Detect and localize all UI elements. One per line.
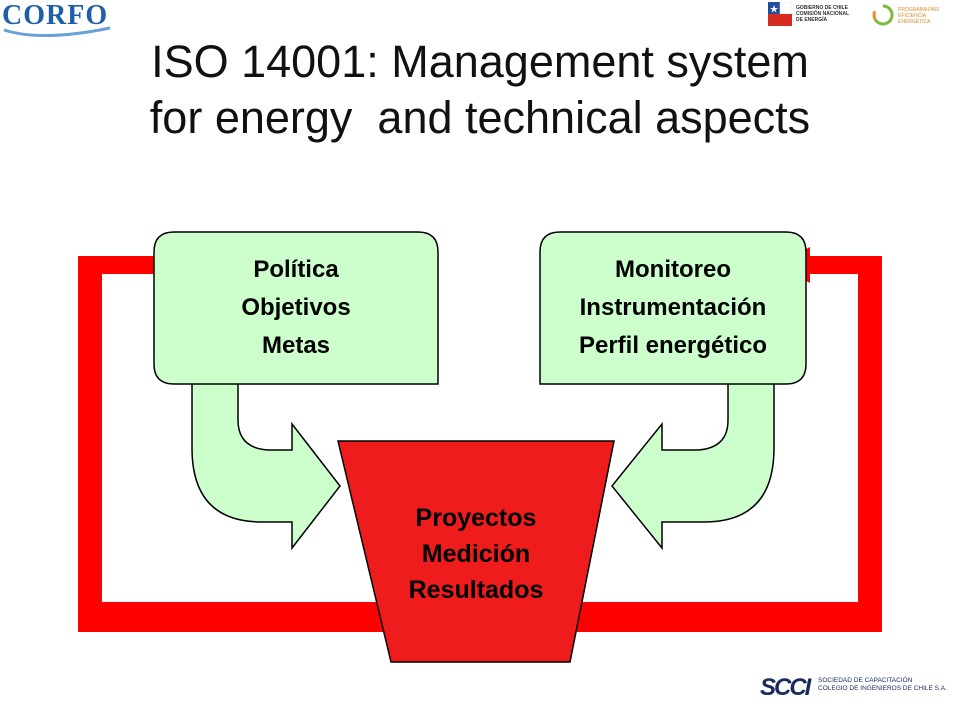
right-box-line: Monitoreo <box>615 256 731 283</box>
right-curved-arrow <box>611 379 775 551</box>
energy-ring-icon <box>872 4 894 26</box>
center-box-line: Proyectos <box>415 504 537 532</box>
loop-left-bar <box>78 256 102 632</box>
gobierno-logo-line: GOBIERNO DE CHILE <box>796 5 848 11</box>
loop-right-bar <box>858 256 882 632</box>
loop-right-top-bar <box>810 256 882 274</box>
center-trapezoid-shape <box>337 440 615 663</box>
left-box-line: Política <box>253 256 339 283</box>
title-line-2: for energy and technical aspects <box>149 92 811 143</box>
right-box-line: Instrumentación <box>579 294 767 321</box>
left-box: Política Objetivos Metas <box>154 251 438 365</box>
chile-flag-icon <box>768 2 792 26</box>
center-box-line: Resultados <box>408 576 544 604</box>
corfo-swoosh-icon <box>3 26 111 38</box>
corfo-logo: CORFO <box>2 0 111 38</box>
title-line-1: ISO 14001: Management system <box>151 36 809 87</box>
scci-logo-line: SOCIEDAD DE CAPACITACIÓN <box>818 677 913 684</box>
left-box-line: Metas <box>261 332 331 359</box>
scci-logo-line: COLEGIO DE INGENIEROS DE CHILE S.A. <box>818 685 947 692</box>
left-box-shape <box>153 231 439 385</box>
scci-logo: SCCI SOCIEDAD DE CAPACITACIÓN COLEGIO DE… <box>760 672 955 702</box>
right-box-line: Perfil energético <box>578 332 768 359</box>
scci-logo-mark: SCCI <box>760 674 811 701</box>
eficiencia-logo-line: PROGRAMA PAÍS <box>898 7 940 13</box>
eficiencia-energetica-logo: PROGRAMA PAÍS EFICIENCIA ENERGÉTICA <box>872 2 958 30</box>
gobierno-logo-line: COMISIÓN NACIONAL <box>796 11 850 17</box>
left-curved-arrow <box>191 379 341 551</box>
gobierno-de-chile-logo: GOBIERNO DE CHILE COMISIÓN NACIONAL DE E… <box>768 2 858 30</box>
right-box: Monitoreo Instrumentación Perfil energét… <box>540 251 806 365</box>
eficiencia-logo-line: EFICIENCIA <box>898 13 927 19</box>
slide-title: ISO 14001: Management system for energy … <box>40 34 920 146</box>
center-box: Proyectos Medición Resultados <box>360 500 592 608</box>
left-box-line: Objetivos <box>241 294 351 321</box>
right-box-shape <box>539 231 807 385</box>
center-box-line: Medición <box>421 540 531 568</box>
eficiencia-logo-line: ENERGÉTICA <box>898 19 931 25</box>
gobierno-logo-line: DE ENERGÍA <box>796 17 828 23</box>
corfo-logo-text: CORFO <box>2 0 109 31</box>
